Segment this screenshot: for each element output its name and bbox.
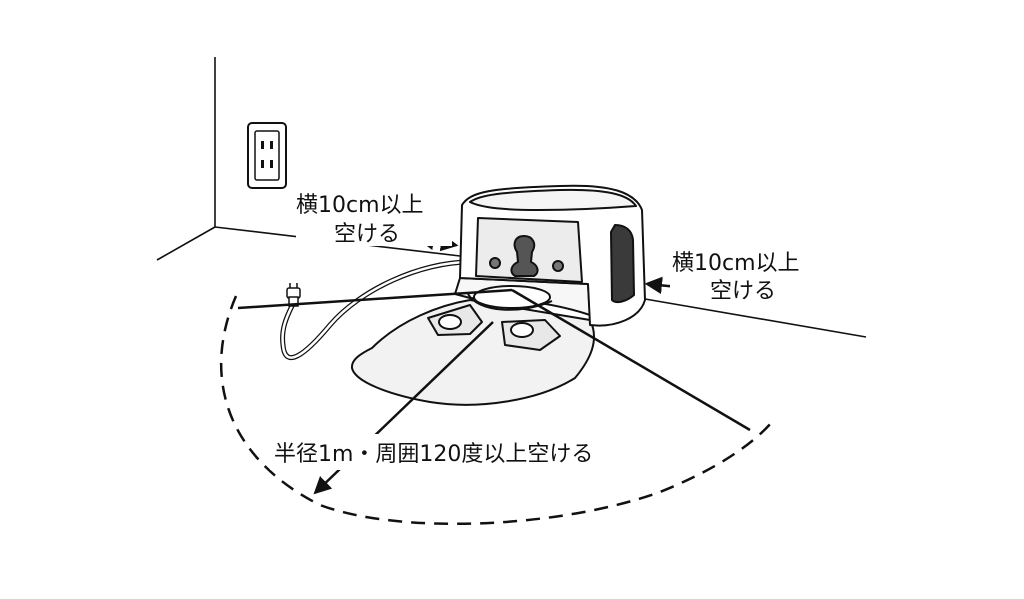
clearance-sector [219,288,773,526]
tower-top-face [469,188,637,211]
charging-base [350,184,646,406]
right-clearance-label: 横10cm以上 空ける [670,246,830,304]
power-plug-icon [286,283,301,307]
right-clearance-line2: 空ける [710,279,776,304]
front-clearance-label: 半径1m・周囲120度以上空ける [270,434,654,470]
front-clearance-text: 半径1m・周囲120度以上空ける [274,442,593,467]
left-clearance-label: 横10cm以上 空ける [296,188,452,247]
left-clearance-line1: 横10cm以上 [296,193,424,218]
left-contact-center [438,314,462,330]
tower-left-screw [489,257,501,269]
left-clearance-line2: 空ける [334,222,400,247]
floor-left-edge [156,226,216,261]
tower-side-panel [610,224,635,304]
right-clearance-line1: 横10cm以上 [672,251,800,276]
sector-left-boundary [237,288,513,310]
sector-right-boundary [511,288,751,432]
tower-keyhole [510,235,539,277]
right-contact-center [510,322,534,338]
sector-angle-marker [467,293,553,311]
sector-arc [219,295,773,526]
wall-outlet-icon [247,122,287,189]
tower-right-screw [552,260,564,272]
power-cord [280,259,473,360]
floor-right-edge [644,298,867,338]
